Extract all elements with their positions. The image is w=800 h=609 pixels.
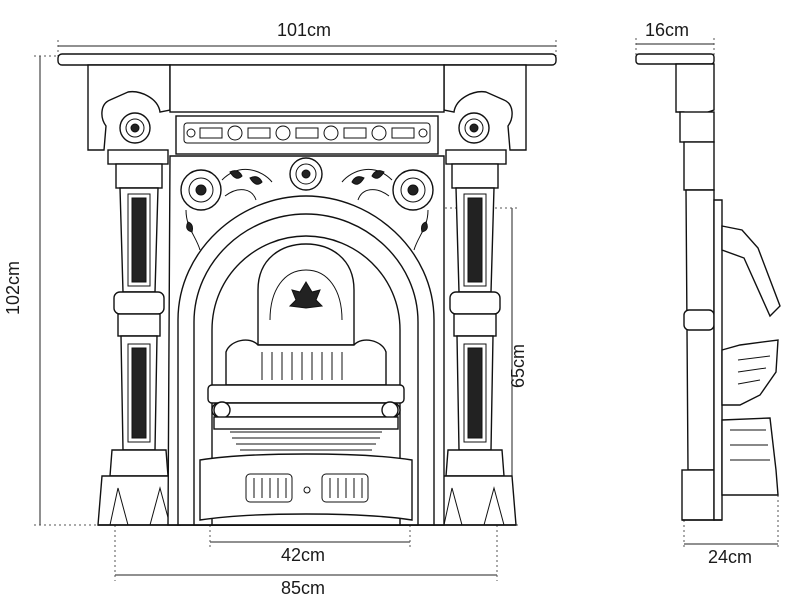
right-spandrel-ornament xyxy=(341,168,434,251)
side-grate xyxy=(721,339,779,406)
frieze-band xyxy=(175,115,439,155)
left-pilaster xyxy=(97,149,181,526)
side-base-depth-label: 24cm xyxy=(708,547,753,567)
side-ash-pan xyxy=(721,417,779,496)
anthemion-ornament xyxy=(288,281,324,309)
mantel-shelf xyxy=(57,53,557,66)
right-corbel xyxy=(443,64,527,151)
front-view xyxy=(57,53,557,526)
front-width-label: 101cm xyxy=(277,20,332,40)
insert-frame-edge xyxy=(713,199,723,521)
side-mantel-shelf xyxy=(635,53,715,65)
frieze-panel xyxy=(169,64,445,113)
front-height-label: 102cm xyxy=(3,260,24,316)
ash-pan xyxy=(199,453,413,521)
side-view xyxy=(635,53,781,521)
left-spandrel-ornament xyxy=(180,168,273,251)
opening-height-label: 65cm xyxy=(508,343,529,389)
right-pilaster xyxy=(433,149,517,526)
right-corbel-rosette xyxy=(458,112,490,144)
side-canopy xyxy=(721,225,781,318)
fire-grate xyxy=(207,339,405,451)
left-corbel xyxy=(87,64,171,151)
left-corbel-rosette xyxy=(119,112,151,144)
frieze-ornament-row xyxy=(183,122,431,144)
base-width-label: 85cm xyxy=(281,578,326,598)
dimension-lines xyxy=(34,38,779,581)
inner-width-label: 42cm xyxy=(281,545,326,565)
side-corbel xyxy=(675,63,715,119)
centre-medallion xyxy=(289,157,323,191)
side-top-depth-label: 16cm xyxy=(645,20,690,40)
